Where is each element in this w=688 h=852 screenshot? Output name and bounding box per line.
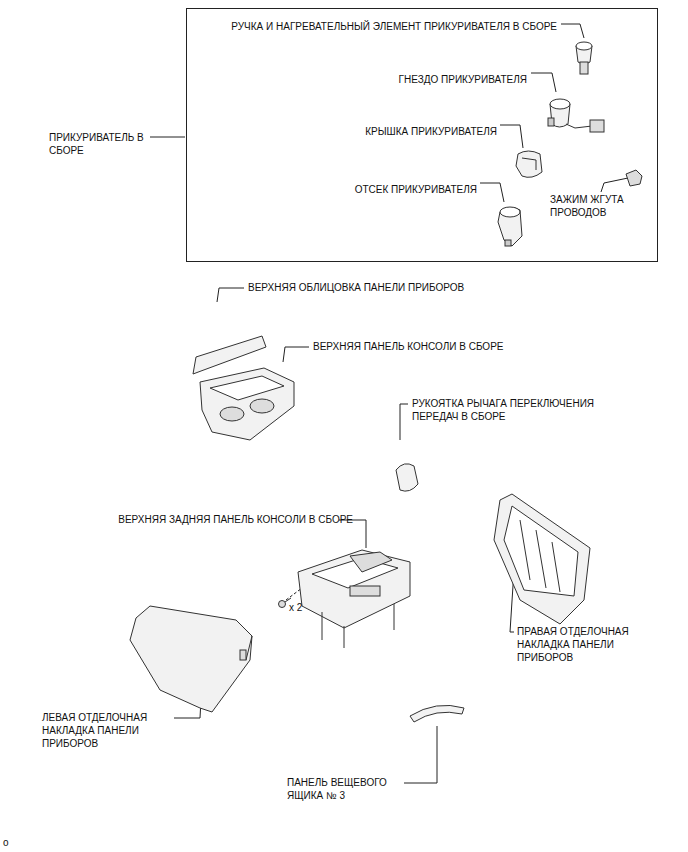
- part-name: ВЕРХНЯЯ ПАНЕЛЬ КОНСОЛИ В СБОРЕ: [313, 340, 503, 353]
- assembly-group-box: ПРИКУРИВАТЕЛЬ В СБОРЕРУЧКА И НАГРЕВАТЕЛЬ…: [186, 8, 658, 262]
- part-name: o: [3, 836, 9, 849]
- leader-line: [561, 24, 584, 38]
- shift-knob: [396, 464, 418, 491]
- part-name: ЗАЖИМ ЖГУТА ПРОВОДОВ: [550, 193, 642, 219]
- leader-line: [404, 726, 437, 783]
- assembly-heading: ПРИКУРИВАТЕЛЬ В СБОРЕ: [49, 131, 145, 157]
- part-name: x 2: [289, 601, 302, 614]
- part-name: ЛЕВАЯ ОТДЕЛОЧНАЯ НАКЛАДКА ПАНЕЛИ ПРИБОРО…: [42, 711, 172, 750]
- lighter-cover: [516, 151, 542, 177]
- part-name: РУКОЯТКА РЫЧАГА ПЕРЕКЛЮЧЕНИЯ ПЕРЕДАЧ В С…: [412, 397, 622, 423]
- part-name: ПРАВАЯ ОТДЕЛОЧНАЯ НАКЛАДКА ПАНЕЛИ ПРИБОР…: [517, 625, 647, 664]
- part-name: ВЕРХНЯЯ ОБЛИЦОВКА ПАНЕЛИ ПРИБОРОВ: [248, 281, 464, 294]
- leader-line: [601, 178, 628, 192]
- upper-garnish: [193, 336, 266, 374]
- leader-line: [400, 404, 408, 440]
- part-name: ВЕРХНЯЯ ЗАДНЯЯ ПАНЕЛЬ КОНСОЛИ В СБОРЕ: [118, 513, 353, 526]
- part-name: ОТСЕК ПРИКУРИВАТЕЛЯ: [355, 183, 477, 196]
- upper-console-panel: [200, 368, 294, 440]
- lighter-compartment: [498, 207, 522, 246]
- left-trim-panel: [130, 606, 252, 712]
- part-name: ГНЕЗДО ПРИКУРИВАТЕЛЯ: [399, 73, 527, 86]
- part-name: КРЫШКА ПРИКУРИВАТЕЛЯ: [365, 125, 497, 138]
- leader-line: [500, 125, 523, 148]
- leader-line: [217, 288, 244, 302]
- leader-line: [531, 73, 556, 92]
- lighter-knob: [576, 42, 592, 74]
- box-panel-no3: [410, 705, 464, 722]
- wire-harness-clip: [626, 170, 642, 186]
- lighter-socket: [548, 99, 604, 132]
- rear-console-panel: [298, 550, 410, 648]
- leader-line: [480, 183, 504, 202]
- right-trim-panel: [494, 494, 590, 624]
- part-name: РУЧКА И НАГРЕВАТЕЛЬНЫЙ ЭЛЕМЕНТ ПРИКУРИВА…: [231, 20, 557, 33]
- leader-line: [150, 137, 185, 138]
- leader-line: [283, 347, 309, 362]
- part-name: ПАНЕЛЬ ВЕЩЕВОГО ЯЩИКА № 3: [287, 776, 402, 802]
